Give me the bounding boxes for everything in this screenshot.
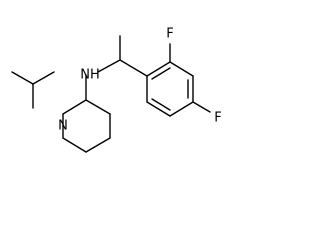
- bond-isopropyl-methyl-left: [11, 71, 34, 85]
- bond-aryl-c1-c2: [146, 61, 171, 77]
- bond-ring-c5-c6: [62, 137, 87, 153]
- bond-aryl-double-1: [151, 67, 171, 80]
- bond-ring-n-c2: [62, 99, 87, 115]
- bond-nh-to-ch: [97, 59, 121, 73]
- atom-label-f-top: F: [166, 27, 173, 42]
- bond-aryl-to-f-bottom: [192, 101, 211, 113]
- bond-isopropyl-methyl-right: [32, 71, 55, 85]
- molecule-diagram: F F NH N: [11, 27, 222, 153]
- bond-ch-to-aryl: [119, 59, 148, 77]
- bond-aryl-double-3: [151, 98, 171, 111]
- atom-label-nh: NH: [80, 68, 100, 83]
- bond-aryl-c2-c3: [169, 61, 194, 77]
- bond-aryl-c5-c6: [146, 101, 171, 117]
- atom-label-n-ring: N: [58, 119, 68, 134]
- bond-aryl-c4-c5: [169, 101, 194, 117]
- bond-ring-c2-c3: [85, 99, 111, 115]
- atom-label-f-bottom: F: [214, 111, 221, 126]
- bond-ring-c4-c5: [85, 137, 111, 153]
